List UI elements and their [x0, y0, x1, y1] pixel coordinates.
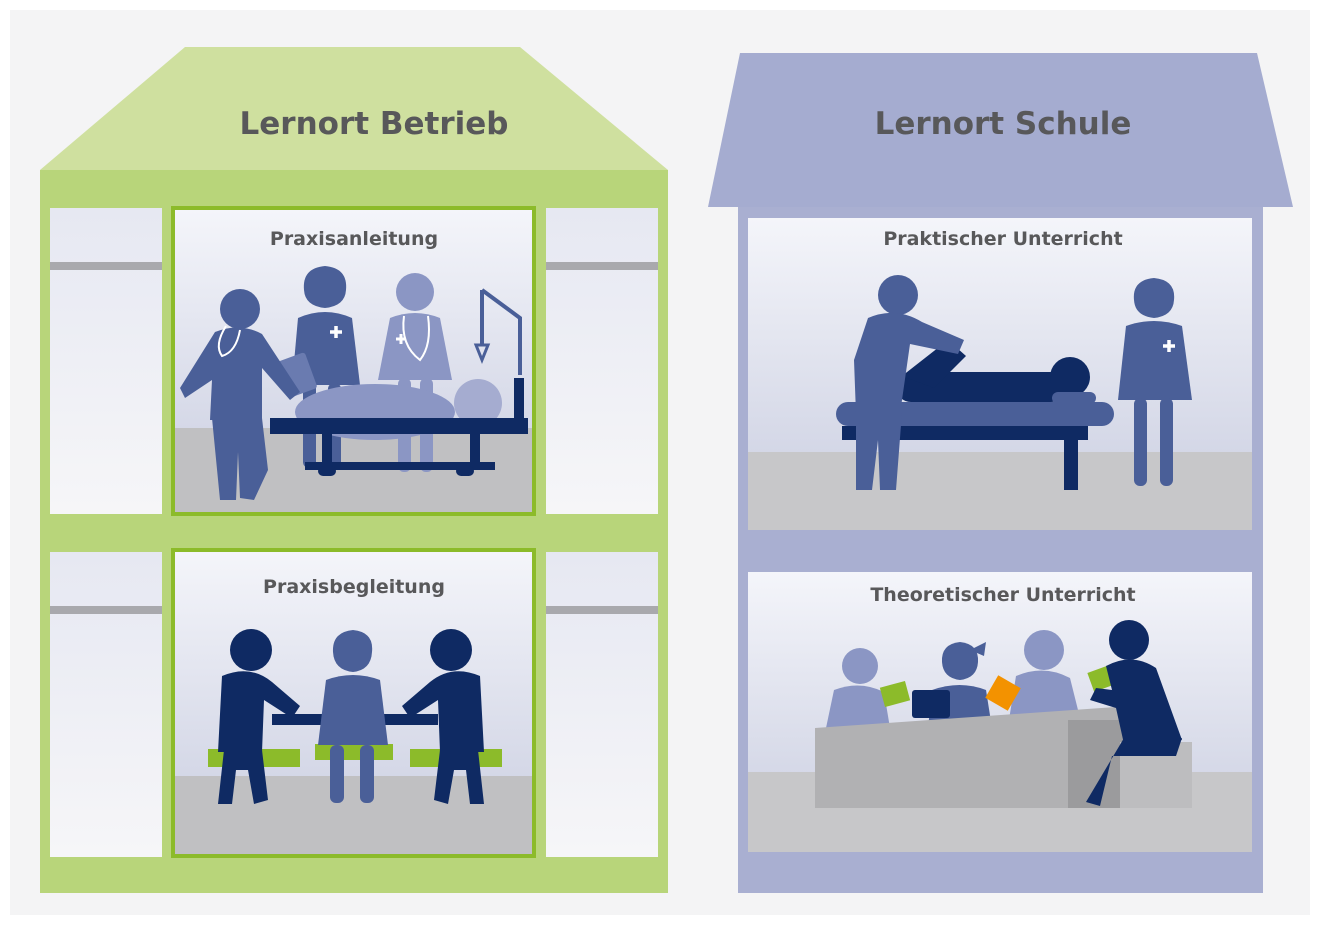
window-sill [50, 262, 162, 270]
window-sill [546, 606, 658, 614]
house-title-schule: Lernort Schule [874, 106, 1132, 142]
desk [815, 706, 1130, 808]
cross-icon [1163, 340, 1175, 352]
student-figure [180, 289, 300, 500]
stethoscope-icon [402, 315, 430, 362]
cross-icon [330, 326, 342, 338]
room-praxisanleitung [171, 206, 536, 516]
room-theoretischer-unterricht [748, 572, 1252, 852]
roof-schule [708, 53, 1293, 207]
cross-icon [396, 334, 406, 344]
room-title-praxisbegleitung: Praxisbegleitung [263, 576, 445, 598]
hospital-bed [270, 288, 528, 476]
house-title-betrieb: Lernort Betrieb [239, 106, 509, 142]
book-icon [985, 675, 1021, 711]
treatment-table [842, 426, 1088, 440]
room-floor [748, 452, 1252, 530]
window-right-lower [546, 552, 658, 857]
stool [315, 744, 393, 760]
house-betrieb [40, 47, 668, 893]
treatment-table [836, 402, 1114, 426]
tablet-icon [912, 690, 950, 718]
center-figure [318, 630, 388, 803]
nurse-figure [1118, 278, 1192, 486]
window-left-upper [50, 208, 162, 514]
right-figure [402, 629, 484, 804]
teacher-figure [1086, 620, 1182, 806]
room-title-praxisanleitung: Praxisanleitung [269, 228, 439, 250]
house-schule [708, 53, 1293, 893]
window-right-upper [546, 208, 658, 514]
window-sill [50, 606, 162, 614]
room-title-praktischer-unterricht: Praktischer Unterricht [883, 228, 1123, 250]
roof-betrieb [40, 47, 668, 170]
room-title-theoretischer-unterricht: Theoretischer Unterricht [870, 584, 1136, 606]
therapist-figure [854, 275, 964, 490]
room-praxisbegleitung [171, 548, 536, 858]
window-sill [546, 262, 658, 270]
stethoscope-icon [217, 325, 241, 358]
window-left-lower [50, 552, 162, 857]
table-leg [1064, 440, 1078, 490]
book-icon [879, 680, 911, 708]
left-figure [218, 629, 300, 804]
room-praktischer-unterricht [748, 218, 1252, 530]
